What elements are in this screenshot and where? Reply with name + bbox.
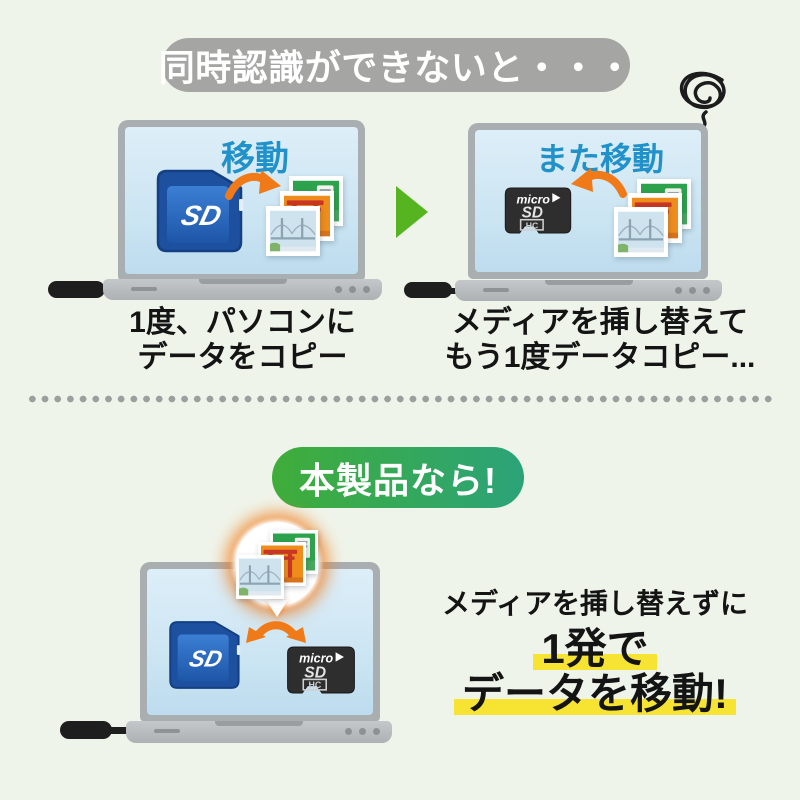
laptop-base-bottom [126, 721, 392, 743]
cable-plug [60, 721, 112, 739]
micro-sd-card-icon [286, 646, 356, 694]
laptop-base-dots [335, 286, 370, 293]
bridge-photo-image [237, 557, 283, 597]
cable-cord [106, 727, 132, 734]
caption-left: 1度、パソコンに データをコピー [70, 305, 415, 375]
laptop-base-left [103, 279, 382, 300]
solution-badge: 本製品なら! [272, 447, 524, 508]
problem-title-banner: 同時認識ができないと・・・ [159, 38, 633, 92]
copy-arrow-left-icon [570, 167, 628, 197]
problem-title: 同時認識ができないと・・・ [158, 47, 634, 88]
laptop-hinge-notch [544, 280, 633, 285]
laptop-base-dash [154, 729, 180, 733]
move-label: 移動 [221, 140, 289, 178]
laptop-hinge-notch [198, 279, 287, 284]
laptop-base-dots [345, 728, 380, 735]
photo-bridge [266, 206, 320, 256]
laptop-base-right [455, 280, 722, 301]
next-step-arrow-icon [396, 186, 428, 238]
copy-arrow-right-icon [224, 169, 282, 199]
solution-text-line3: データを移動! [420, 660, 770, 721]
transfer-both-ways-arrow-icon [244, 617, 308, 645]
caption-right-line2: もう1度データコピー... [444, 341, 756, 374]
micro-sd-card-icon [504, 187, 572, 234]
photo-bridge [236, 555, 284, 599]
laptop-base-dots [675, 287, 710, 294]
caption-left-line1: 1度、パソコンに [129, 306, 356, 339]
bridge-photo-image [616, 210, 666, 254]
caption-left-line2: データをコピー [137, 341, 348, 374]
solution-text-line1: メディアを挿し替えずに [441, 588, 749, 619]
laptop-base-dash [131, 287, 157, 291]
laptop-hinge-notch [215, 721, 303, 726]
sd-card-icon [169, 621, 242, 689]
solution-badge-label: 本製品なら! [299, 459, 497, 501]
dotted-divider [26, 395, 774, 403]
laptop-base-dash [483, 288, 509, 292]
solution-text-line2: 1発で [420, 615, 770, 676]
caption-right: メディアを挿し替えて もう1度データコピー... [420, 305, 780, 375]
caption-right-line1: メディアを挿し替えて [451, 306, 749, 339]
balloon-pointer [266, 600, 288, 617]
highlighted-text: 1発で [533, 625, 657, 672]
cable-plug [48, 281, 105, 298]
bridge-photo-image [268, 209, 318, 253]
cable-plug [404, 282, 452, 298]
highlighted-text: データを移動! [454, 670, 736, 717]
photo-bridge [614, 207, 668, 257]
